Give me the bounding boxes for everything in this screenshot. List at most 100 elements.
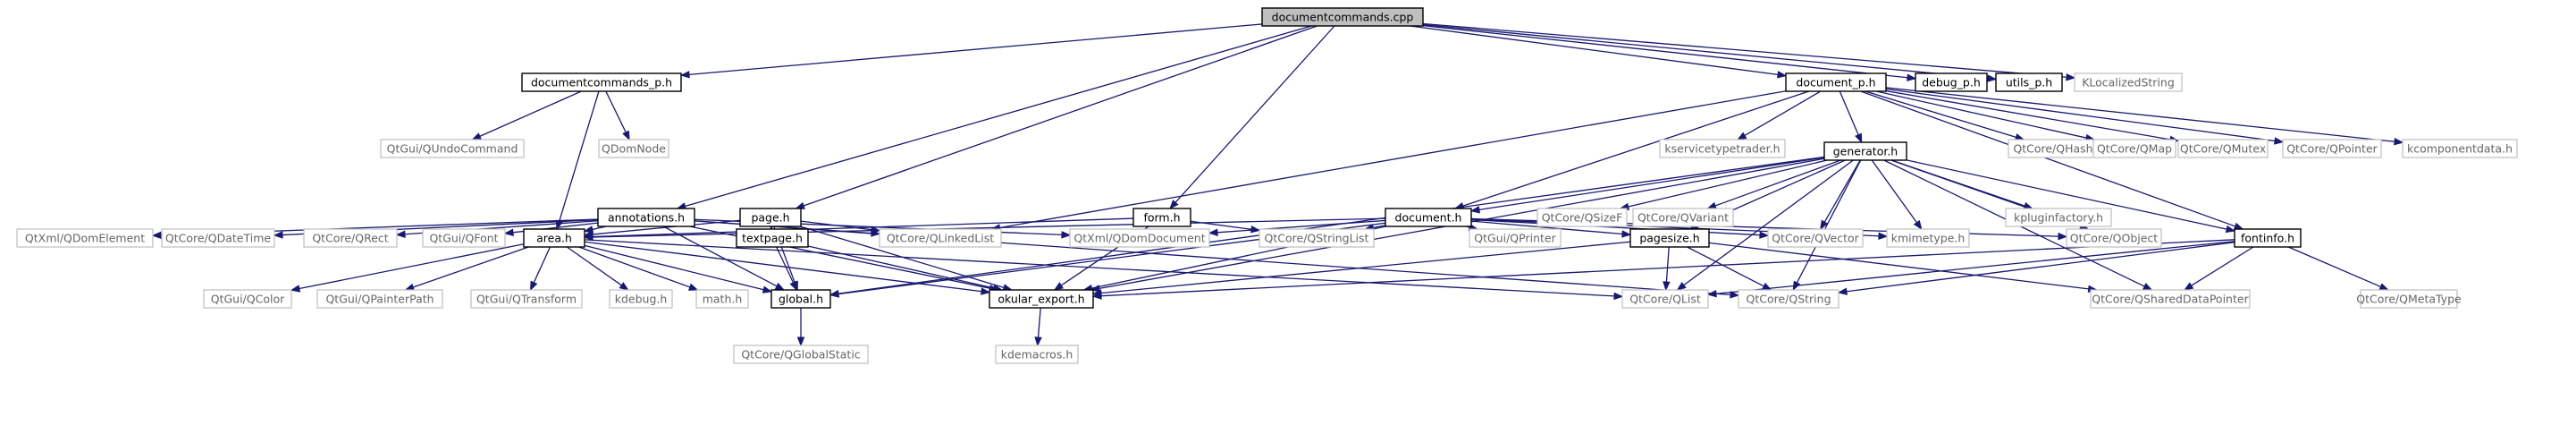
node-QHash: QtCore/QHash xyxy=(2008,139,2099,158)
edge-area_h-to-QColor xyxy=(290,243,525,293)
node-form-h[interactable]: form.h xyxy=(1132,208,1191,227)
node-area-h[interactable]: area.h xyxy=(523,228,585,248)
edge-line xyxy=(800,220,872,231)
node-label: QtGui/QFont xyxy=(429,232,498,245)
edge-arrowhead xyxy=(1613,292,1624,301)
edge-line xyxy=(592,217,1386,238)
node-QUndoCommand: QtGui/QUndoCommand xyxy=(380,139,525,158)
node-fontinfo-h[interactable]: fontinfo.h xyxy=(2234,228,2302,248)
edge-root-to-document_p_h xyxy=(1410,25,1788,79)
node-box xyxy=(597,208,695,227)
node-box xyxy=(422,228,506,248)
node-label: kcomponentdata.h xyxy=(2407,142,2513,156)
node-QObject: QtCore/QObject xyxy=(2066,228,2162,248)
edge-arrowhead xyxy=(1777,71,1788,79)
node-label: QtCore/QPointer xyxy=(2286,142,2378,156)
edge-textpage_h-to-global_h xyxy=(776,246,797,292)
edge-fontinfo_h-to-QString xyxy=(1837,242,2235,295)
node-generator-h[interactable]: generator.h xyxy=(1823,141,1907,161)
edge-line xyxy=(1037,307,1041,338)
edge-line xyxy=(592,217,1134,238)
node-box xyxy=(1469,228,1562,248)
edge-document_p_h-to-QPointer xyxy=(1885,88,2285,145)
node-pagesize-h[interactable]: pagesize.h xyxy=(1629,228,1710,248)
node-textpage-h[interactable]: textpage.h xyxy=(736,228,809,248)
node-label: QtCore/QObject xyxy=(2070,232,2159,245)
edge-fontinfo_h-to-QList xyxy=(1706,241,2235,298)
edge-line xyxy=(1373,225,1386,229)
node-label: QtCore/QGlobalStatic xyxy=(741,348,860,362)
node-documentcommands-p-h[interactable]: documentcommands_p.h xyxy=(521,72,682,92)
node-label: QtCore/QRect xyxy=(312,232,388,245)
edge-area_h-to-QList xyxy=(584,239,1624,301)
edge-line xyxy=(1744,90,1822,137)
edge-generator_h-to-document_h xyxy=(1469,157,1825,214)
edge-line xyxy=(584,244,764,291)
node-label: kdebug.h xyxy=(615,293,668,306)
node-annotations-h[interactable]: annotations.h xyxy=(597,208,695,227)
edge-generator_h-to-QList xyxy=(1676,159,1854,291)
node-root[interactable]: documentcommands.cpp xyxy=(1261,7,1424,27)
edge-line xyxy=(2287,246,2381,288)
edge-area_h-to-math_h xyxy=(578,246,699,291)
edge-line xyxy=(533,246,551,284)
node-box xyxy=(995,345,1079,364)
node-box xyxy=(380,139,525,158)
edge-fontinfo_h-to-okular_export_h xyxy=(1091,239,2235,300)
edge-pagesize_h-to-QString xyxy=(1687,246,1772,291)
edge-arrowhead xyxy=(1837,287,1848,295)
node-page-h[interactable]: page.h xyxy=(739,208,802,227)
node-box xyxy=(2177,139,2269,158)
edge-arrowhead xyxy=(404,283,416,291)
edge-line xyxy=(1796,159,1862,284)
edge-arrowhead xyxy=(2058,232,2068,241)
edge-line xyxy=(1871,159,1918,224)
node-document-p-h[interactable]: document_p.h xyxy=(1785,72,1887,92)
node-label: okular_export.h xyxy=(998,293,1084,306)
edge-root-to-documentcommands_p_h xyxy=(679,23,1263,79)
node-okular-export-h[interactable]: okular_export.h xyxy=(989,289,1094,309)
edge-arrowhead xyxy=(789,280,797,292)
edge-line xyxy=(1906,159,2227,230)
node-label: QtGui/QPainterPath xyxy=(325,293,434,306)
edge-line xyxy=(1708,242,2089,290)
edge-document_h-to-area_h xyxy=(583,217,1386,242)
edge-line xyxy=(807,245,995,289)
node-box xyxy=(1659,139,1786,158)
node-utils-p-h[interactable]: utils_p.h xyxy=(1995,72,2063,92)
edge-arrowhead xyxy=(2378,283,2390,291)
node-label: QtGui/QTransform xyxy=(476,293,577,306)
node-box xyxy=(1785,72,1887,92)
edge-root-to-annotations_h xyxy=(676,25,1312,210)
edge-arrowhead xyxy=(1855,132,1863,144)
node-box xyxy=(470,289,583,309)
node-global-h[interactable]: global.h xyxy=(770,289,831,309)
node-box xyxy=(695,289,749,309)
node-QDomDocument: QtXml/QDomDocument xyxy=(1069,228,1210,248)
edge-line xyxy=(479,90,582,137)
edge-line xyxy=(1422,22,2067,78)
node-document-h[interactable]: document.h xyxy=(1385,208,1472,227)
edge-root-to-utils_p_h xyxy=(1422,23,1998,82)
node-label: pagesize.h xyxy=(1639,232,1699,245)
node-label: kmimetype.h xyxy=(1891,232,1966,245)
edge-arrowhead xyxy=(395,230,406,238)
edge-generator_h-to-kmimetype_h xyxy=(1871,159,1923,231)
edge-line xyxy=(592,219,741,235)
edge-arrowhead xyxy=(1169,200,1179,210)
node-label: KLocalizedString xyxy=(2082,76,2175,89)
node-label: global.h xyxy=(779,293,823,306)
node-box xyxy=(203,289,292,309)
node-kdemacros-h: kdemacros.h xyxy=(995,345,1079,364)
node-label: QtCore/QVector xyxy=(1772,232,1859,245)
edge-arrowhead xyxy=(796,336,805,347)
edge-arrowhead xyxy=(2066,73,2076,81)
node-debug-p-h[interactable]: debug_p.h xyxy=(1915,72,1988,92)
node-label: debug_p.h xyxy=(1922,76,1981,89)
node-label: QtXml/QDomElement xyxy=(25,232,145,245)
node-math-h: math.h xyxy=(695,289,749,309)
edge-layer xyxy=(151,22,2404,347)
edge-arrowhead xyxy=(583,233,593,242)
edge-generator_h-to-fontinfo_h xyxy=(1906,159,2236,234)
edge-arrowhead xyxy=(290,285,301,293)
